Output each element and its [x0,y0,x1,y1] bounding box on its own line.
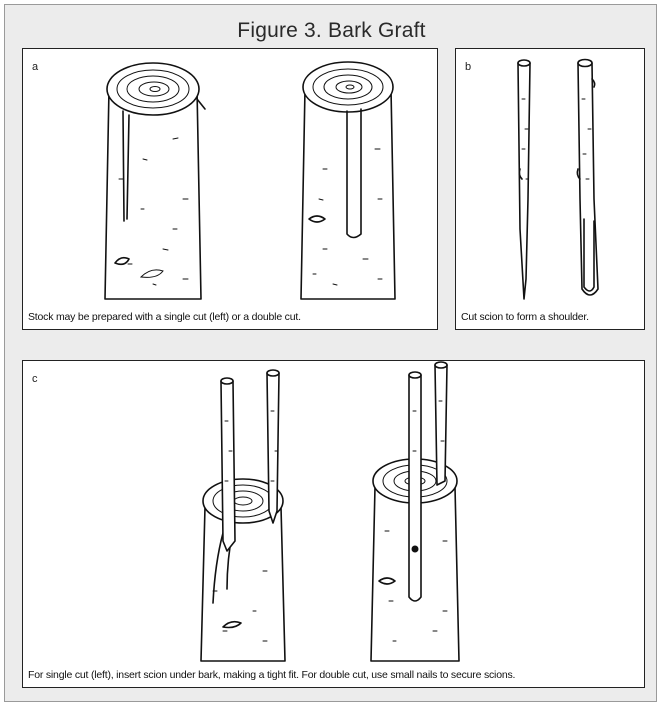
panel-c: c [22,360,645,688]
panel-b-illustration [456,49,646,331]
panel-a-illustration [23,49,439,331]
stock-double-cut [301,62,395,299]
stock-single-cut [105,63,205,299]
panel-a: a Stock may be [22,48,438,330]
panel-b-caption: Cut scion to form a shoulder. [461,311,589,323]
scion-shoulder-view [577,60,598,296]
figure-title: Figure 3. Bark Graft [5,19,658,43]
panel-c-illustration [23,361,646,689]
panel-c-caption: For single cut (left), insert scion unde… [28,669,515,681]
nail-icon [412,546,419,553]
scion-side-view [518,60,530,299]
grafted-stock-single-cut [201,370,285,661]
panel-a-caption: Stock may be prepared with a single cut … [28,311,301,323]
grafted-stock-double-cut [371,362,459,661]
panel-b: b Cut scion to form a shoulder. [455,48,645,330]
